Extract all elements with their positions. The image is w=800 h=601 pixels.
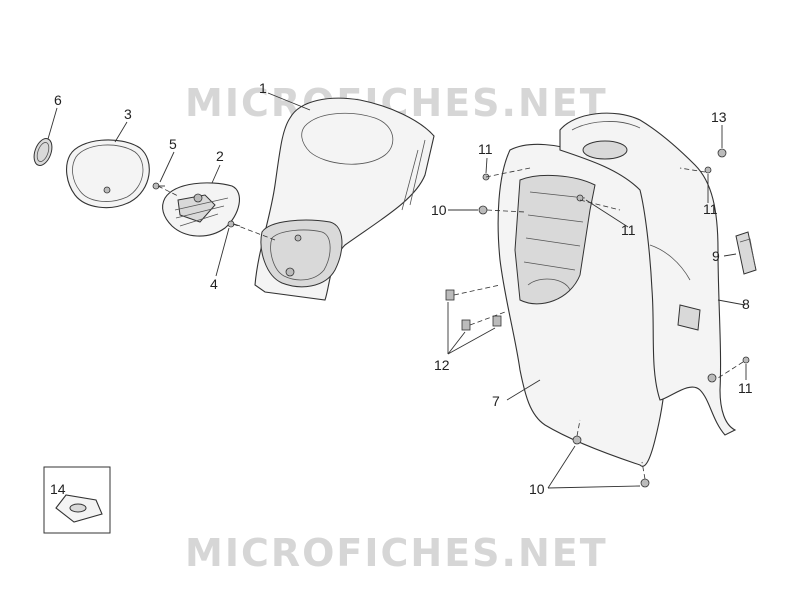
part-4-screw bbox=[227, 220, 241, 228]
assembly-line bbox=[641, 461, 646, 480]
part-10-bolts bbox=[478, 205, 650, 488]
callout-6: 6 bbox=[54, 92, 62, 108]
assembly-line bbox=[486, 209, 526, 213]
part-5-screw bbox=[152, 182, 165, 190]
part-12-clips bbox=[445, 289, 502, 331]
callout-11-a: 11 bbox=[478, 141, 493, 157]
callout-2: 2 bbox=[216, 148, 224, 164]
assembly-line bbox=[679, 167, 706, 173]
part-11-screws bbox=[482, 166, 750, 364]
part-7-legshield bbox=[497, 143, 666, 467]
part-8-inner-panel bbox=[559, 112, 737, 436]
assembly-line bbox=[453, 284, 501, 296]
part-6-lens bbox=[33, 138, 53, 166]
callout-11-b: 11 bbox=[621, 222, 636, 238]
part-1-front-cover bbox=[254, 97, 435, 301]
callout-7: 7 bbox=[492, 393, 500, 409]
part-2-headlight-unit bbox=[162, 182, 241, 237]
assembly-line bbox=[579, 199, 621, 211]
callout-8: 8 bbox=[742, 296, 750, 312]
part-13-screw bbox=[717, 148, 727, 158]
leader-lines bbox=[47, 92, 747, 489]
callout-3: 3 bbox=[124, 106, 132, 122]
part-9-badge bbox=[735, 231, 757, 275]
callout-1: 1 bbox=[259, 80, 267, 96]
callout-10-b: 10 bbox=[529, 481, 545, 497]
assembly-line bbox=[157, 185, 179, 197]
callout-12: 12 bbox=[434, 357, 450, 373]
part-14-inset bbox=[43, 466, 111, 534]
callout-14: 14 bbox=[50, 481, 66, 497]
callout-4: 4 bbox=[210, 276, 218, 292]
callout-13: 13 bbox=[711, 109, 727, 125]
callout-11-d: 11 bbox=[738, 380, 753, 396]
assembly-line bbox=[469, 311, 506, 326]
assembly-line bbox=[576, 419, 581, 437]
callout-10-a: 10 bbox=[431, 202, 447, 218]
callout-11-c: 11 bbox=[703, 201, 718, 217]
watermark-bottom: MICROFICHES.NET bbox=[185, 531, 608, 575]
callout-5: 5 bbox=[169, 136, 177, 152]
assembly-line bbox=[717, 361, 744, 379]
callout-9: 9 bbox=[712, 248, 720, 264]
part-3-headlight-rim bbox=[66, 139, 150, 209]
